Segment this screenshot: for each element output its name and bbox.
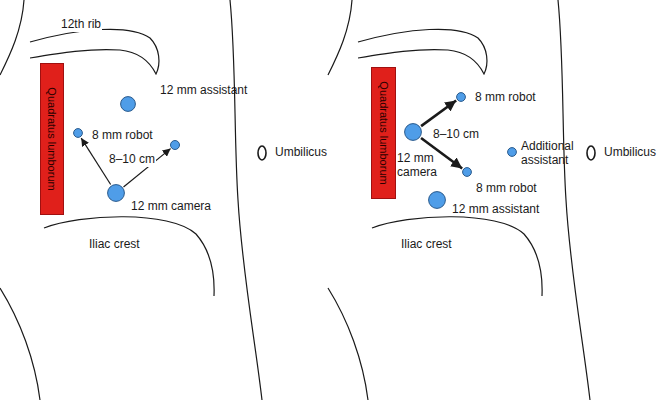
port-circle bbox=[107, 184, 125, 202]
port-site: 12 mm camera bbox=[107, 184, 125, 202]
iliac-crest bbox=[372, 217, 542, 296]
port-circle bbox=[429, 192, 446, 209]
anatomy-label: 8–10 cm bbox=[432, 128, 480, 142]
port-circle bbox=[507, 147, 517, 157]
body-outline bbox=[328, 288, 368, 400]
port-circle bbox=[463, 168, 472, 177]
body-outline bbox=[230, 0, 262, 400]
port-circle bbox=[171, 141, 180, 150]
umbilicus-mark bbox=[587, 146, 595, 160]
port-circle bbox=[456, 92, 466, 102]
body-outline bbox=[558, 0, 590, 400]
port-site: 8 mm robot bbox=[73, 128, 83, 138]
anatomy-label: 8–10 cm bbox=[108, 153, 156, 167]
anatomy-label: Umbilicus bbox=[603, 146, 657, 160]
port-label: 12 mm assistant bbox=[160, 84, 247, 98]
port-circle bbox=[428, 191, 446, 209]
port-site: 12 mm assistant bbox=[428, 191, 446, 209]
port-circle bbox=[508, 148, 517, 157]
port-site: Additional assistant bbox=[507, 147, 517, 157]
port-label: 8 mm robot bbox=[92, 129, 153, 143]
port-label: 8 mm robot bbox=[475, 91, 536, 105]
port-circle bbox=[121, 97, 136, 112]
port-site: 8 mm robot bbox=[456, 92, 466, 102]
iliac-crest bbox=[44, 217, 214, 296]
port-label: 8 mm robot bbox=[476, 182, 537, 196]
body-outline bbox=[0, 0, 24, 75]
muscle-band: Quadratus lumborum bbox=[40, 63, 64, 215]
muscle-band: Quadratus lumborum bbox=[371, 67, 396, 199]
port-circle bbox=[457, 93, 466, 102]
distance-arrow bbox=[81, 138, 110, 184]
port-label: 12 mm camera bbox=[131, 200, 211, 214]
muscle-label: Quadratus lumborum bbox=[377, 81, 390, 184]
port-label: Additional assistant bbox=[521, 140, 587, 168]
distance-arrow bbox=[421, 101, 456, 127]
port-site: 12 mm assistant bbox=[120, 96, 136, 112]
anatomy-label: Umbilicus bbox=[274, 146, 328, 160]
port-circle bbox=[108, 185, 125, 202]
port-circle bbox=[404, 123, 422, 141]
port-label: 12 mm camera bbox=[397, 152, 447, 180]
umbilicus-mark bbox=[258, 146, 266, 160]
body-outline bbox=[328, 0, 352, 75]
port-site: 8 mm robot bbox=[462, 167, 472, 177]
muscle-label: Quadratus lumborum bbox=[46, 87, 59, 190]
port-circle bbox=[405, 124, 422, 141]
body-outline bbox=[0, 288, 40, 400]
port-circle bbox=[74, 129, 83, 138]
port-circle bbox=[73, 128, 83, 138]
port-label: 12 mm assistant bbox=[452, 203, 539, 217]
anatomy-label: Iliac crest bbox=[88, 238, 141, 252]
port-circle bbox=[120, 96, 136, 112]
port-circle bbox=[462, 167, 472, 177]
anatomy-label: Iliac crest bbox=[400, 238, 453, 252]
port-site: 12 mm camera bbox=[404, 123, 422, 141]
anatomy-label: 12th rib bbox=[60, 18, 102, 32]
